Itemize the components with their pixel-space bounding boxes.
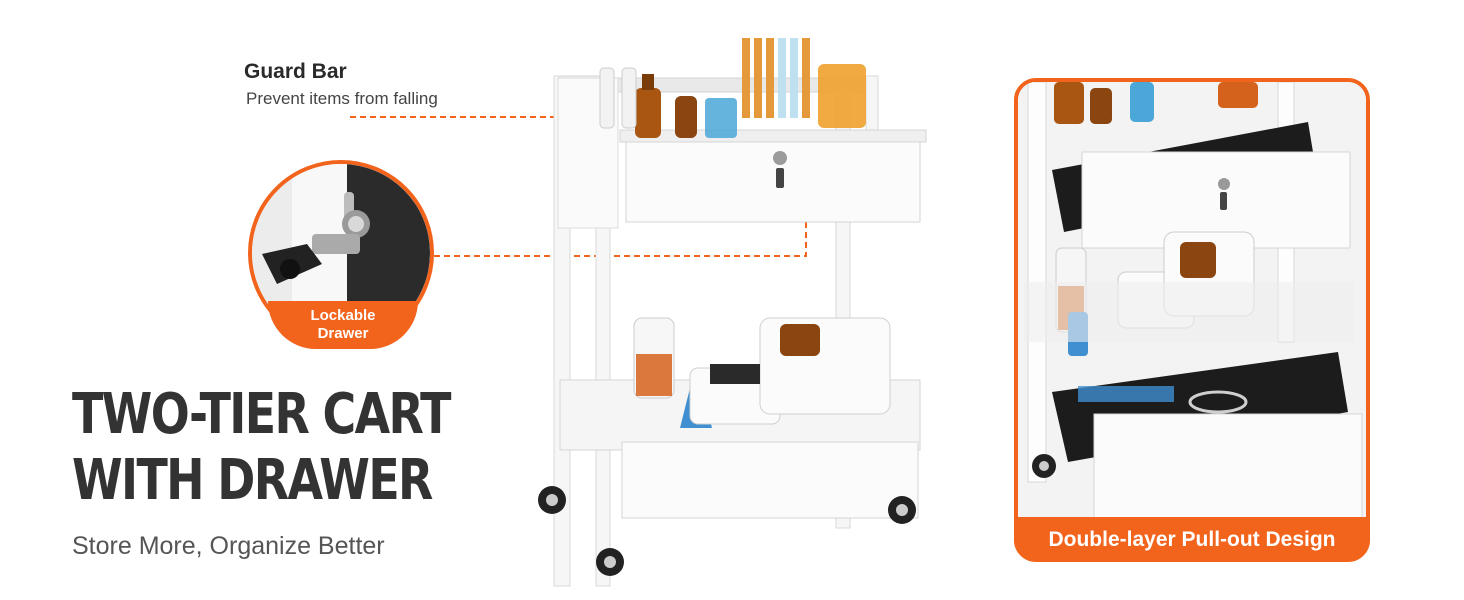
lock-icon [773, 151, 787, 165]
pull-out-design-badge: Double-layer Pull-out Design [1014, 517, 1370, 562]
beaker-icon [633, 317, 712, 428]
pull-out-detail-image [1018, 82, 1366, 558]
lockable-drawer-label: Lockable Drawer [310, 307, 376, 342]
bottle-icon [599, 67, 697, 138]
guard-bar-title: Guard Bar [244, 60, 347, 83]
storage-bin [689, 317, 891, 425]
guard-bar-subtitle: Prevent items from falling [246, 89, 438, 108]
headline-line-2: WITH DRAWER [72, 448, 433, 513]
cart-product-image [538, 38, 927, 587]
key-icon [776, 168, 784, 188]
headline-line-1: TWO-TIER CART [72, 382, 451, 447]
lockable-drawer-badge: Lockable Drawer [268, 301, 418, 349]
headline: TWO-TIER CART WITH DRAWER [72, 382, 451, 514]
tagline: Store More, Organize Better [72, 532, 385, 560]
caster-wheel-icon [538, 486, 916, 576]
pull-out-detail-panel [1014, 78, 1370, 562]
beaker-icon [705, 38, 866, 138]
